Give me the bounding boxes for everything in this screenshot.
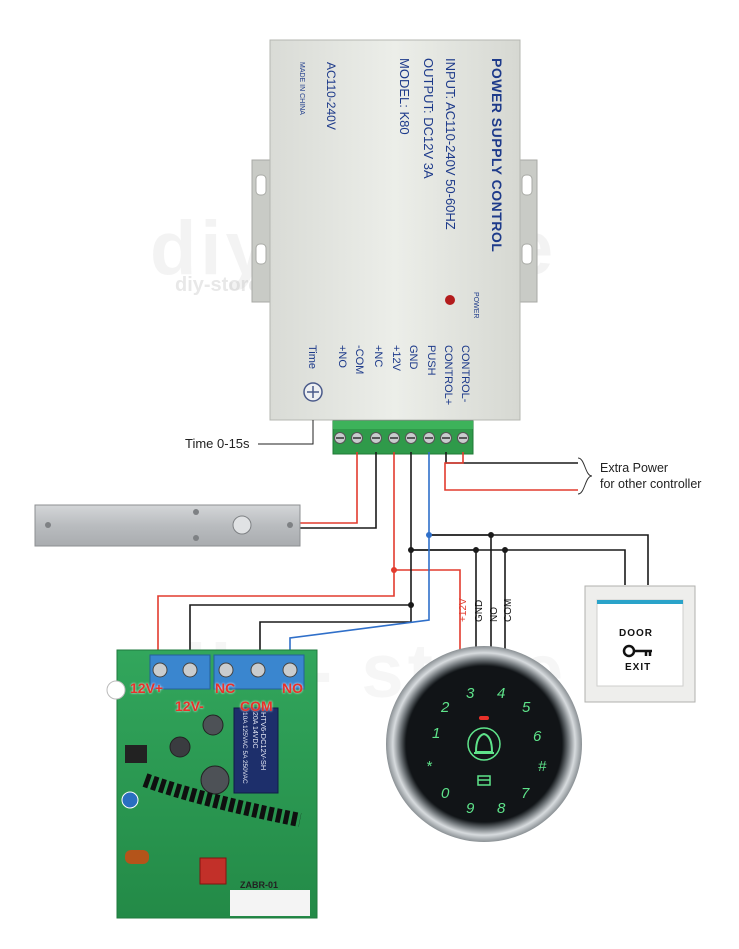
exit-button-door-text: DOOR [619,628,653,639]
module-label: ZABR-01 [240,880,279,890]
relay-rating-2: 10A 125VAC 5A 250VAC [241,712,248,784]
wire-junction [426,532,432,538]
relay-part-number: HTV6-DC12V-SH [259,712,268,771]
relay-board [106,649,318,919]
keypad-key-1[interactable]: 1 [432,725,441,742]
keypad-key-2[interactable]: 2 [441,699,450,716]
psu-title: POWER SUPPLY CONTROL [489,58,505,253]
bell-icon [474,732,494,754]
keypad-wire-label: +12V [458,598,469,622]
wire-junction [391,567,397,573]
terminal-label: PUSH [425,345,437,376]
relay-terminal-screw[interactable] [250,662,266,678]
keypad-led [479,716,489,720]
wires [157,420,649,655]
terminal-label: +NC [372,345,384,368]
keypad-key-7[interactable]: 7 [521,785,530,802]
keypad-wire-label: COM [503,598,514,622]
relay-terminal-screw[interactable] [182,662,198,678]
key-icon [622,644,652,658]
keypad-key-9[interactable]: 9 [466,800,475,817]
wire-junction [408,547,414,553]
psu-model: MODEL: K80 [397,58,412,135]
relay-label-no: NO [282,680,303,696]
wire-junction [488,532,494,538]
exit-button-exit-text: EXIT [625,662,652,673]
exit-button[interactable] [584,585,696,703]
relay-label-12v-plus: 12V+ [130,680,164,696]
psu-time-label: Time [306,345,318,370]
psu-made-in: MADE IN CHINA [298,62,305,115]
card-icon [477,775,491,786]
extra-power-label-line1: Extra Power [600,461,669,475]
keypad-key-hash[interactable]: # [538,758,547,775]
terminal-block [332,420,474,455]
keypad-key-8[interactable]: 8 [497,800,506,817]
wire-junction [408,602,414,608]
terminal-label: +12V [390,345,402,371]
wire-junction [502,547,508,553]
power-supply-box [251,39,538,421]
keypad-key-6[interactable]: 6 [533,728,542,745]
relay-terminal-screw[interactable] [218,662,234,678]
terminal-label: CONTROL+ [442,345,454,406]
keypad-wire-label: NO [489,607,500,622]
time-range-label: Time 0-15s [185,436,250,451]
keypad-key-5[interactable]: 5 [522,699,531,716]
relay-label-nc: NC [215,680,236,696]
wire-junction [473,547,479,553]
power-led [445,295,455,305]
wire-junctions [391,532,508,608]
relay-terminal-screw[interactable] [152,662,168,678]
keypad-wire-label: GND [474,599,485,622]
relay-label-12v-minus: 12V- [175,698,204,714]
terminal-label: +NO [336,345,348,368]
relay-rating-1: 20A 14VDC [251,712,258,749]
psu-output: OUTPUT: DC12V 3A [421,58,436,179]
keypad-key-3[interactable]: 3 [466,685,475,702]
relay-terminal-screw[interactable] [282,662,298,678]
keypad-key-0[interactable]: 0 [441,785,450,802]
keypad-key-4[interactable]: 4 [497,685,506,702]
extra-power-label-line2: for other controller [600,477,702,491]
psu-ac-label: AC110-240V [324,62,338,130]
terminal-label: GND [407,345,419,370]
keypad[interactable] [386,646,582,842]
keypad-key-star[interactable]: * [426,758,432,775]
relay-label-com: COM [240,698,273,714]
terminal-label: CONTROL- [459,345,471,403]
electric-lock [34,504,301,547]
terminal-label: -COM [353,345,365,375]
psu-power-label: POWER [472,292,479,319]
psu-input: INPUT: AC110-240V 50-60HZ [443,58,458,230]
